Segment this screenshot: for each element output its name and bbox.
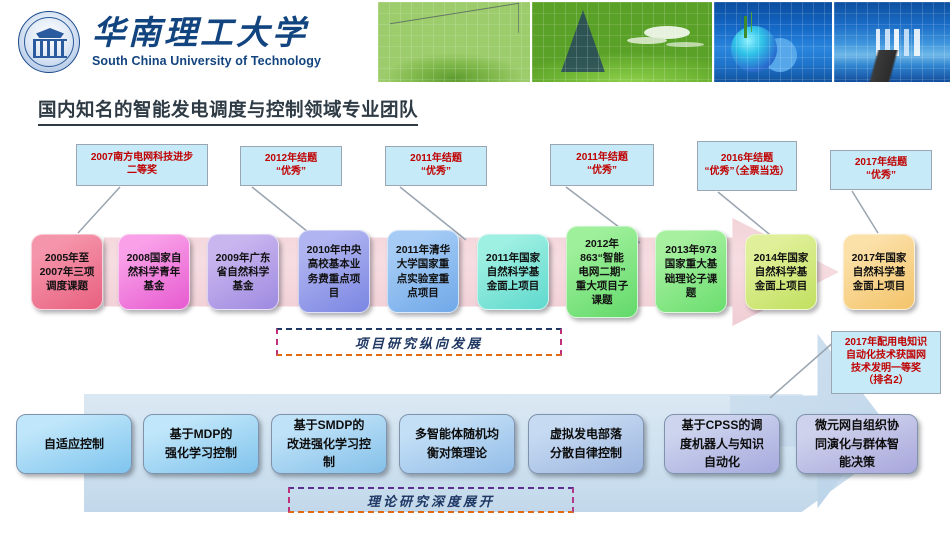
theory-box-label: 基于MDP的强化学习控制 <box>164 427 237 460</box>
award-callout[interactable]: 2007南方电网科技进步二等奖 <box>76 144 208 186</box>
project-box[interactable]: 2017年国家自然科学基金面上项目 <box>843 234 915 310</box>
project-box-label: 2010年中央高校基本业务费重点项目 <box>306 244 362 299</box>
theory-box[interactable]: 虚拟发电部落分散自律控制 <box>528 414 644 474</box>
award-callout[interactable]: 2017年结题“优秀” <box>830 150 932 190</box>
section-label-2: 理论研究深度展开 <box>288 487 574 513</box>
project-box[interactable]: 2011年国家自然科学基金面上项目 <box>477 234 549 310</box>
section-label-1: 项目研究纵向发展 <box>276 328 562 356</box>
project-box[interactable]: 2009年广东省自然科学基金 <box>207 234 279 310</box>
theory-box-label: 虚拟发电部落分散自律控制 <box>549 427 622 460</box>
theory-box[interactable]: 自适应控制 <box>16 414 132 474</box>
theory-box[interactable]: 微元网自组织协同演化与群体智能决策 <box>796 414 918 474</box>
university-name-en: South China University of Technology <box>92 54 322 69</box>
award-callout[interactable]: 2011年结题“优秀” <box>385 146 487 186</box>
irrigation-field-photo <box>378 2 530 82</box>
award-callout-label: 2011年结题“优秀” <box>576 152 628 176</box>
project-box[interactable]: 2014年国家自然科学基金面上项目 <box>745 234 817 310</box>
theory-box-label: 多智能体随机均衡对策理论 <box>414 427 499 460</box>
university-name-cn: 华南理工大学 <box>92 15 308 52</box>
theory-box[interactable]: 基于CPSS的调度机器人与知识自动化 <box>664 414 780 474</box>
theory-box[interactable]: 基于SMDP的改进强化学习控制 <box>271 414 387 474</box>
theory-box[interactable]: 基于MDP的强化学习控制 <box>143 414 259 474</box>
theory-box-label: 基于CPSS的调度机器人与知识自动化 <box>679 418 764 470</box>
theory-box-label: 基于SMDP的改进强化学习控制 <box>286 418 371 470</box>
slide-header: 华南理工大学 South China University of Technol… <box>0 0 950 84</box>
section-label-text: 理论研究深度展开 <box>366 493 495 509</box>
section-label-text: 项目研究纵向发展 <box>354 335 483 351</box>
award-callout[interactable]: 2016年结题“优秀”（全票当选） <box>697 141 797 191</box>
project-box[interactable]: 2008国家自然科学青年基金 <box>118 234 190 310</box>
theory-box[interactable]: 多智能体随机均衡对策理论 <box>399 414 515 474</box>
project-box-label: 2014年国家自然科学基金面上项目 <box>753 251 809 293</box>
award-callout-label: 2011年结题“优秀” <box>410 153 462 177</box>
award-callout[interactable]: 2011年结题“优秀” <box>550 144 654 186</box>
university-logo: 华南理工大学 South China University of Technol… <box>0 0 378 84</box>
power-transmission-tower-photo <box>532 2 712 82</box>
university-seal-icon <box>18 11 80 73</box>
leader-line-0 <box>77 186 121 234</box>
project-box[interactable]: 2011年清华大学国家重点实验室重点项目 <box>387 230 459 313</box>
theory-box-label: 自适应控制 <box>43 436 104 451</box>
project-box-label: 2009年广东省自然科学基金 <box>215 251 271 293</box>
award-callout-label: 2017年结题“优秀” <box>854 157 908 181</box>
award-callout[interactable]: 2017年配用电知识自动化技术获国网技术发明一等奖（排名2） <box>831 331 941 394</box>
award-callout-label: 2007南方电网科技进步二等奖 <box>90 152 194 176</box>
university-name-block: 华南理工大学 South China University of Technol… <box>92 16 321 68</box>
project-box-label: 2017年国家自然科学基金面上项目 <box>851 251 907 293</box>
project-box-label: 2008国家自然科学青年基金 <box>126 251 182 293</box>
award-callout-label: 2016年结题“优秀”（全票当选） <box>704 153 790 177</box>
award-callout-label: 2012年结题“优秀” <box>264 153 318 177</box>
project-box-label: 2011年国家自然科学基金面上项目 <box>485 251 541 293</box>
leader-line-5 <box>851 190 879 234</box>
project-box-label: 2011年清华大学国家重点实验室重点项目 <box>395 244 451 299</box>
project-box[interactable]: 2010年中央高校基本业务费重点项目 <box>298 230 370 313</box>
page-title: 国内知名的智能发电调度与控制领域专业团队 <box>38 96 419 126</box>
green-earth-globe-photo <box>714 2 832 82</box>
award-callout[interactable]: 2012年结题“优秀” <box>240 146 342 186</box>
award-callout-label: 2017年配用电知识自动化技术获国网技术发明一等奖（排名2） <box>844 336 928 387</box>
smart-city-grid-photo <box>834 2 950 82</box>
theory-box-label: 微元网自组织协同演化与群体智能决策 <box>814 418 899 470</box>
